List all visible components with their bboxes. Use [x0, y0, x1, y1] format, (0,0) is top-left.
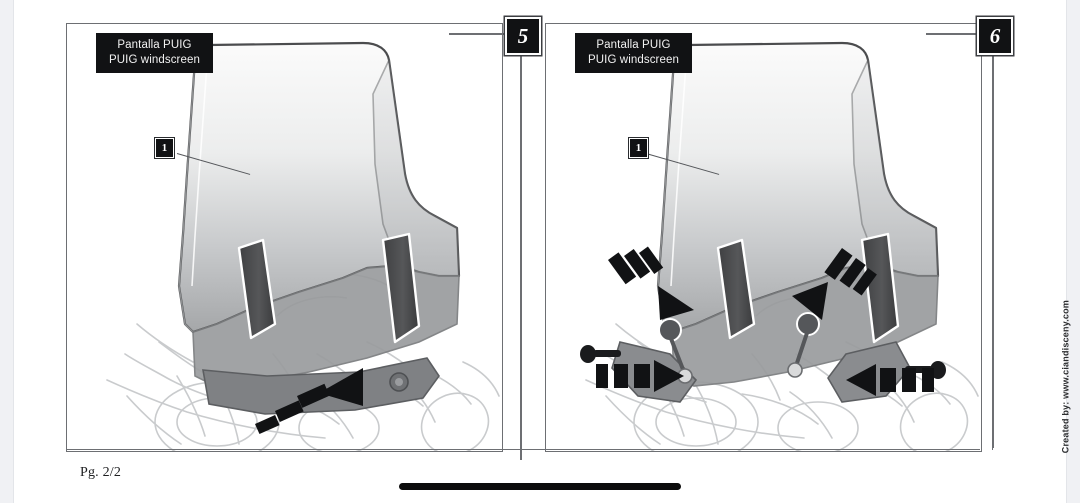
step-badge-5: 5	[505, 17, 541, 55]
step-5-illustration	[67, 24, 502, 451]
windscreen-left-highlight	[191, 63, 208, 287]
caption-label-step-6: Pantalla PUIG PUIG windscreen	[575, 33, 692, 74]
caption-line-2: PUIG windscreen	[588, 53, 679, 66]
right-frame-rule	[992, 448, 994, 450]
callout-badge-1-step-6: 1	[629, 138, 648, 158]
home-indicator[interactable]	[399, 483, 681, 490]
callout-badge-1-step-5: 1	[155, 138, 174, 158]
vent-slot-right	[860, 232, 900, 344]
badge-5-leader-horizontal	[449, 33, 507, 35]
instruction-sheet: 1 Pantalla PUIG PUIG windscreen	[14, 0, 1070, 503]
striped-arrow-down-left	[792, 247, 877, 320]
windscreen-left-edge	[178, 59, 196, 333]
caption-label-step-5: Pantalla PUIG PUIG windscreen	[96, 33, 213, 74]
vent-slot-left	[237, 238, 277, 340]
striped-arrow-down-right	[608, 246, 694, 320]
installed-bolt-right	[787, 312, 820, 378]
footer-rule	[66, 449, 980, 451]
badge-6-leader-vertical	[992, 50, 994, 448]
step-badge-6: 6	[977, 17, 1013, 55]
page-number-label: Pg. 2/2	[80, 465, 122, 480]
badge-6-leader-horizontal	[926, 33, 979, 35]
striped-arrow-left	[846, 364, 934, 396]
bolt-icon-left	[580, 345, 621, 363]
vent-slot-left	[716, 238, 756, 340]
caption-line-2: PUIG windscreen	[109, 53, 200, 66]
windscreen-right-wing	[851, 57, 939, 277]
credit-text: Created by: www.ciandisceny.com	[1060, 300, 1070, 454]
step-panel-6	[545, 23, 982, 452]
caption-line-1: Pantalla PUIG	[117, 39, 192, 51]
caption-line-1: Pantalla PUIG	[596, 39, 671, 51]
windscreen-right-wing	[372, 57, 460, 277]
step-panel-5	[66, 23, 503, 452]
striped-arrow-up-right	[254, 368, 363, 435]
striped-arrow-right	[596, 360, 684, 392]
vent-slot-right	[381, 232, 421, 344]
badge-5-leader-vertical	[520, 50, 522, 460]
step-6-illustration	[546, 24, 981, 451]
windscreen-left-highlight	[670, 63, 687, 287]
installed-bolt-left	[658, 318, 693, 384]
bracket-bolt-hole-inner	[395, 378, 403, 386]
document-page: 1 Pantalla PUIG PUIG windscreen	[14, 0, 1070, 503]
